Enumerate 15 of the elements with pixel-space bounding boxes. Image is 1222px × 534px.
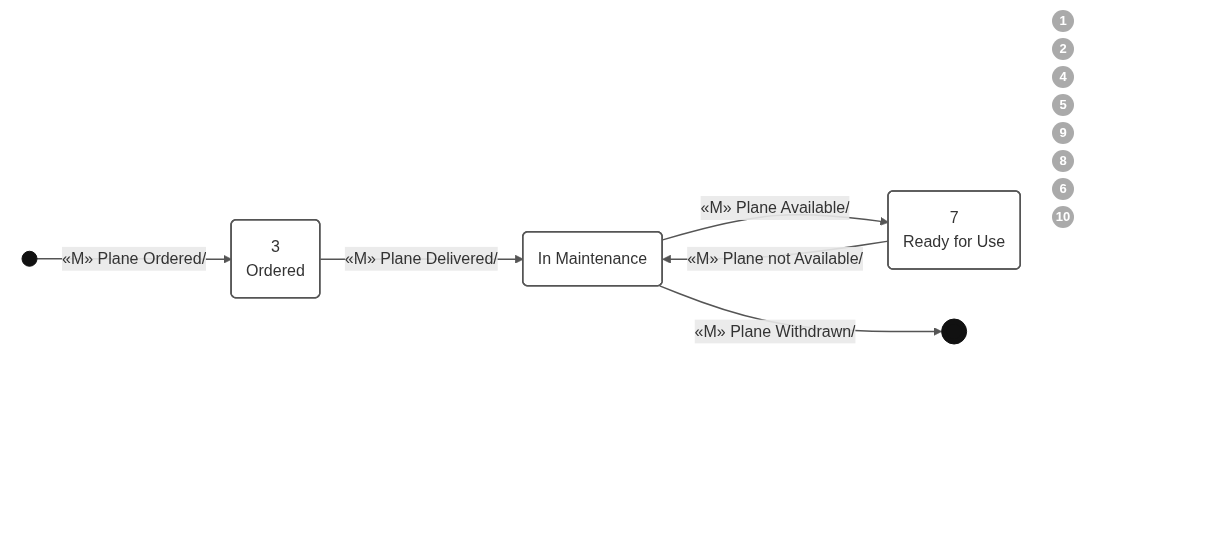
edge-label: «M» Plane not Available/: [687, 249, 863, 267]
edge-label: «M» Plane Ordered/: [61, 249, 206, 267]
callout-number: 4: [1052, 66, 1074, 88]
edge-label: «M» Plane Withdrawn/: [694, 322, 856, 339]
callout-number: 10: [1052, 206, 1074, 228]
edge-label: «M» Plane Available/: [700, 198, 850, 216]
callout-number: 1: [1052, 10, 1074, 32]
callout-number: 9: [1052, 122, 1074, 144]
callout-number: 6: [1052, 178, 1074, 200]
edge-label: «M» Plane Delivered/: [344, 249, 498, 267]
callout-number: 8: [1052, 150, 1074, 172]
node-circle: [941, 318, 967, 344]
callout-number: 5: [1052, 94, 1074, 116]
callout-number: 2: [1052, 38, 1074, 60]
node-circle: [21, 250, 38, 267]
